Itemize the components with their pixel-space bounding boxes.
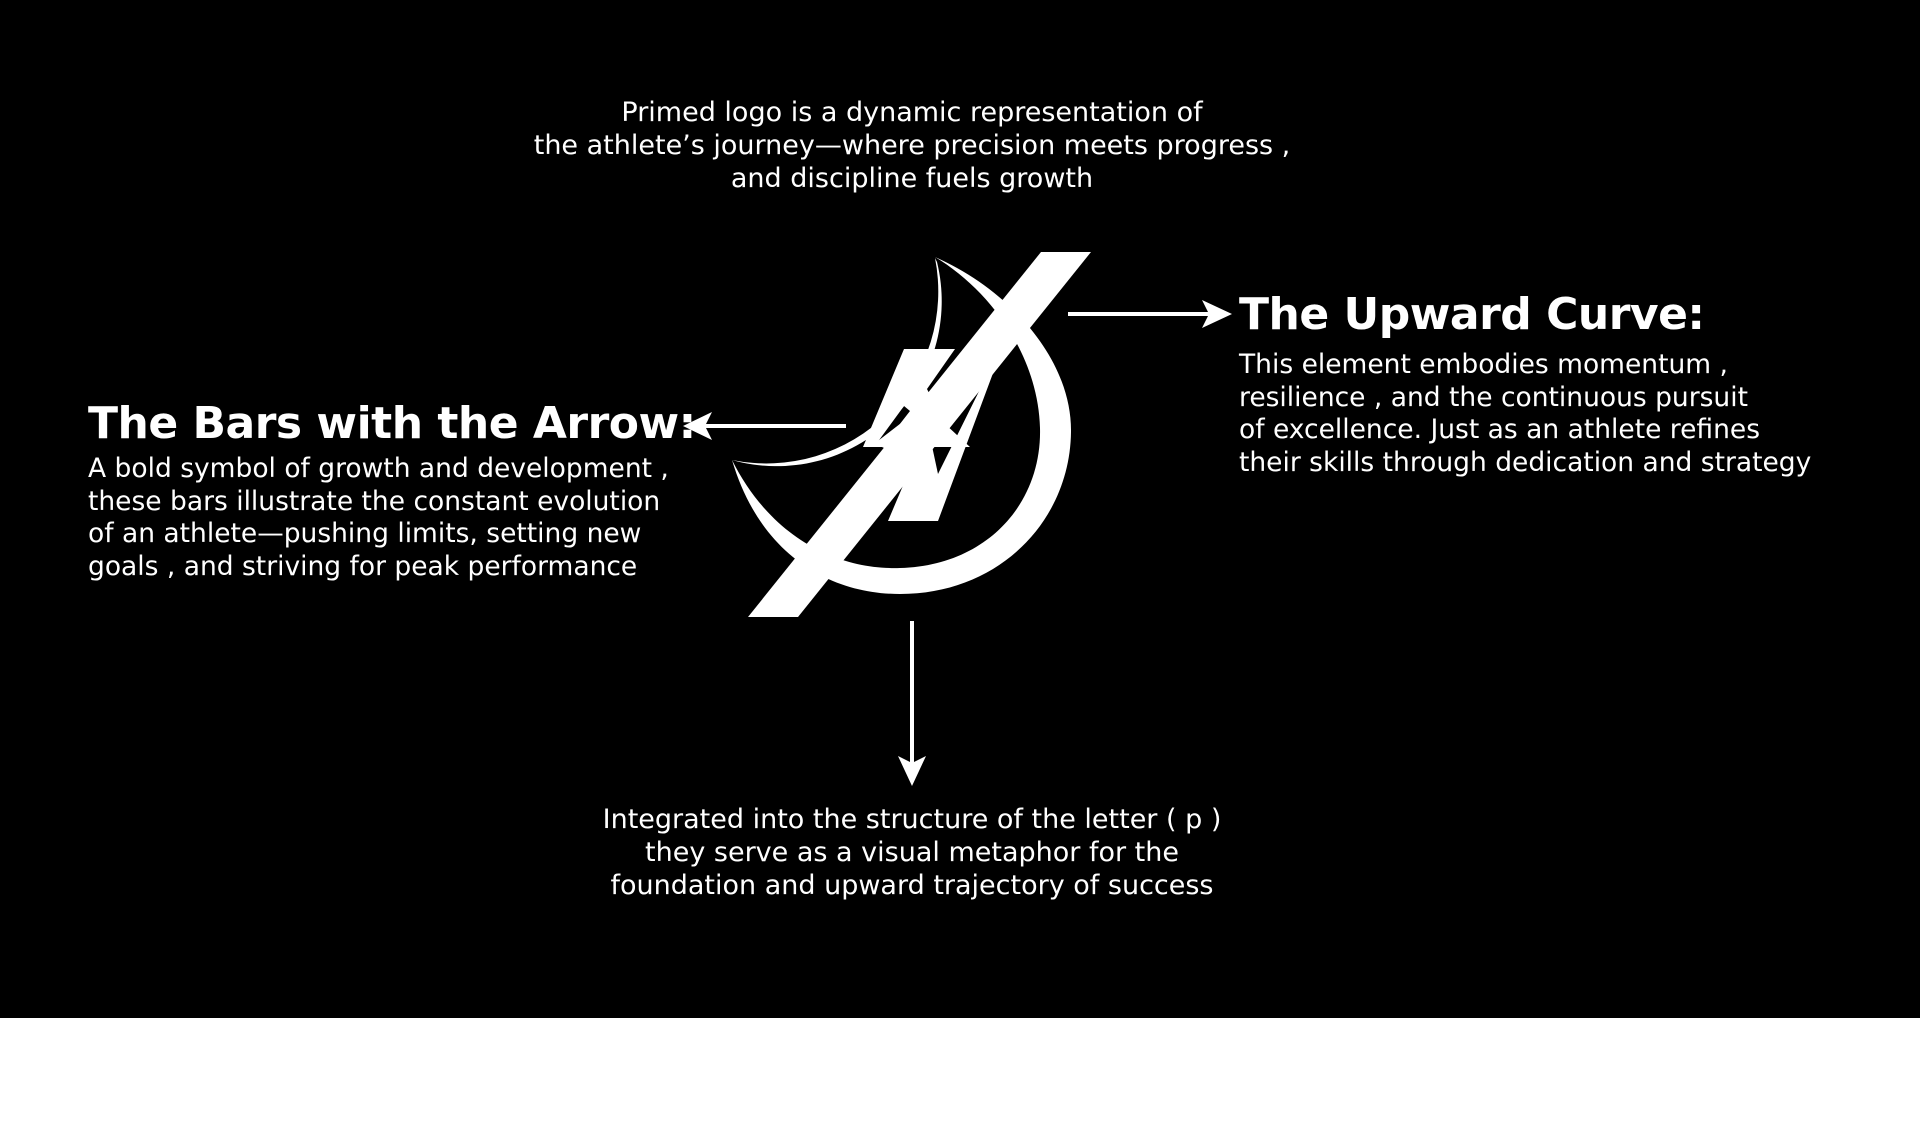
intro-line: Primed logo is a dynamic representation … xyxy=(621,97,1203,128)
intro-line: and discipline fuels growth xyxy=(730,163,1094,194)
letter-p-line: they serve as a visual metaphor for the xyxy=(645,837,1179,868)
bars-description-line: goals , and striving for peak performanc… xyxy=(88,550,638,582)
letter-p-line: Integrated into the structure of the let… xyxy=(602,804,1222,835)
bar-arrow-icon xyxy=(870,410,964,480)
bars-description-line: these bars illustrate the constant evolu… xyxy=(88,485,661,517)
primed-logo-icon xyxy=(732,252,1091,617)
page-bottom-margin xyxy=(0,1018,1920,1138)
bars-description: A bold symbol of growth and development … xyxy=(88,453,669,583)
bars-description-line: A bold symbol of growth and development … xyxy=(88,453,669,484)
intro-text: Primed logo is a dynamic representation … xyxy=(460,96,1364,195)
bars-heading: The Bars with the Arrow: xyxy=(88,398,696,449)
curve-description-line: their skills through dedication and stra… xyxy=(1239,446,1812,478)
arrow-left-icon xyxy=(683,412,846,440)
curve-description-line: This element embodies momentum , xyxy=(1239,349,1728,380)
curve-description-line: resilience , and the continuous pursuit xyxy=(1239,381,1748,413)
curve-heading: The Upward Curve: xyxy=(1239,289,1705,340)
curve-description: This element embodies momentum , resilie… xyxy=(1239,349,1811,479)
intro-line: the athlete’s journey—where precision me… xyxy=(533,130,1291,161)
curve-description-line: of excellence. Just as an athlete refine… xyxy=(1239,414,1761,445)
arrow-right-icon xyxy=(1068,300,1232,328)
diagram-canvas: Primed logo is a dynamic representation … xyxy=(0,0,1920,1018)
bars-description-line: of an athlete—pushing limits, setting ne… xyxy=(88,518,642,549)
logo-diagram xyxy=(683,252,1232,786)
letter-p-description: Integrated into the structure of the let… xyxy=(560,803,1264,902)
letter-p-line: foundation and upward trajectory of succ… xyxy=(610,870,1214,901)
arrow-down-icon xyxy=(898,621,926,786)
